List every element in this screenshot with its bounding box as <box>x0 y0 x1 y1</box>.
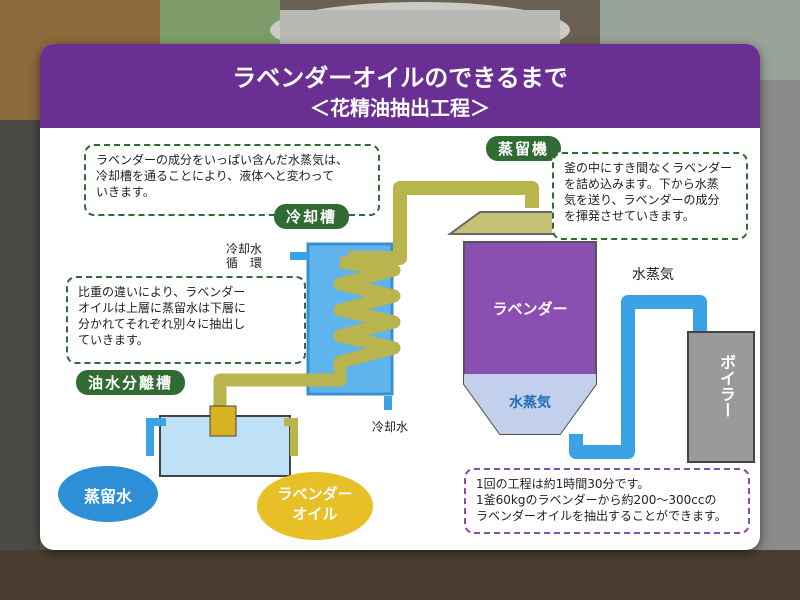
lavender-tank-label: ラベンダー <box>492 300 568 318</box>
cooling-water-in-label: 冷却水 <box>372 420 409 434</box>
still-note: 釜の中にすき間なくラベンダー を詰め込みます。下から水蒸 気を送り、ラベンダーの… <box>552 152 748 240</box>
process-diagram <box>58 181 755 540</box>
info-board: ラベンダーオイルのできるまで ＜花精油抽出工程＞ <box>40 44 760 550</box>
boiler-unit <box>687 331 755 463</box>
process-note: 1回の工程は約1時間30分です。 1釜60kgのラベンダーから約200～300c… <box>464 468 750 534</box>
distilled-water-label: 蒸留水 <box>83 487 132 506</box>
board-subtitle: ＜花精油抽出工程＞ <box>310 96 490 120</box>
vapor-pipe <box>348 181 539 265</box>
cooling-water-circulation-label: 冷却水 循 環 <box>226 242 263 270</box>
condenser-coils <box>213 255 401 416</box>
steam-label: 水蒸気 <box>632 267 674 283</box>
separator-note: 比重の違いにより、ラベンダー オイルは上層に蒸留水は下層に 分かれてそれぞれ別々… <box>66 276 306 364</box>
condenser-tag: 冷却槽 <box>274 204 350 229</box>
lavender-oil-label: ラベンダー オイル <box>277 485 353 523</box>
board-title: ラベンダーオイルのできるまで <box>232 64 568 92</box>
still-tag: 蒸留機 <box>486 136 562 161</box>
distilled-water-oval <box>58 466 158 522</box>
lavender-oil-oval <box>257 472 373 540</box>
separator-tag: 油水分離槽 <box>76 370 186 395</box>
title-band <box>40 44 760 128</box>
steam-pipe <box>569 295 707 459</box>
boiler-label: ボイラー <box>717 354 736 418</box>
steam-tank-label: 水蒸気 <box>509 395 551 411</box>
